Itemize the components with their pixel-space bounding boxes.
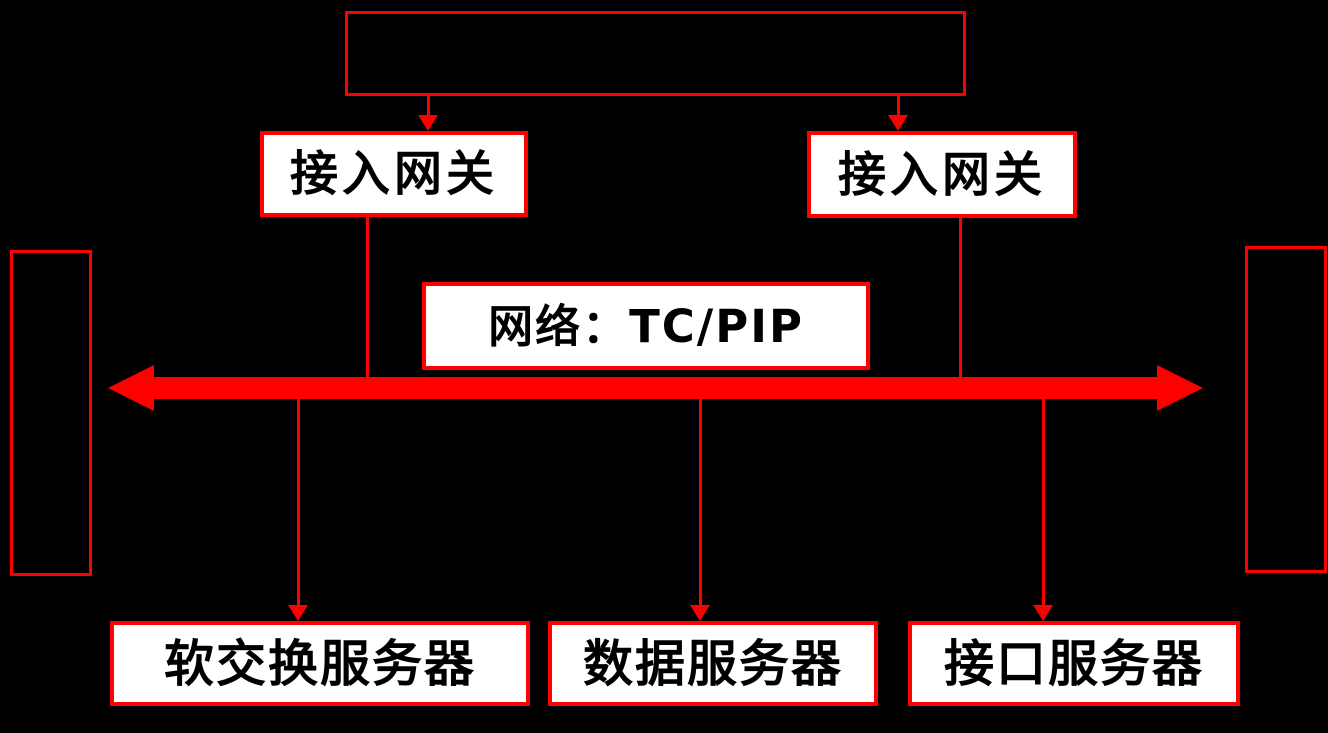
access-gateway-right-label: 接入网关 <box>837 146 1046 203</box>
connector-bus-to-data-server <box>699 399 702 607</box>
side-left-box <box>10 250 92 576</box>
side-right-box <box>1245 246 1327 573</box>
access-gateway-left-box: 接入网关 <box>260 131 528 217</box>
softswitch-server-box: 软交换服务器 <box>110 621 530 706</box>
access-gateway-right-box: 接入网关 <box>807 131 1077 218</box>
data-server-box: 数据服务器 <box>548 621 878 706</box>
connector-bus-to-softswitch <box>297 399 300 607</box>
interface-server-label: 接口服务器 <box>944 634 1204 693</box>
arrowhead-left-gateway-icon <box>418 115 438 131</box>
top-system-box <box>345 11 966 96</box>
connector-bus-to-interface-server <box>1042 399 1045 607</box>
network-tcpip-label: 网络：TC/PIP <box>488 299 804 353</box>
arrowhead-softswitch-icon <box>288 605 308 621</box>
arrowhead-interface-server-icon <box>1033 605 1053 621</box>
data-server-label: 数据服务器 <box>583 634 843 693</box>
connector-top-to-right-gateway <box>897 96 900 118</box>
connector-right-gateway-to-bus <box>959 218 962 380</box>
softswitch-server-label: 软交换服务器 <box>164 634 476 693</box>
bus-arrow-body <box>151 377 1160 399</box>
bus-arrowhead-right-icon <box>1157 365 1203 411</box>
interface-server-box: 接口服务器 <box>908 621 1240 706</box>
arrowhead-right-gateway-icon <box>888 115 908 131</box>
connector-top-to-left-gateway <box>427 96 430 118</box>
connector-left-gateway-to-bus <box>366 217 369 380</box>
network-tcpip-box: 网络：TC/PIP <box>422 282 870 370</box>
bus-arrowhead-left-icon <box>108 365 154 411</box>
access-gateway-left-label: 接入网关 <box>289 146 498 202</box>
arrowhead-data-server-icon <box>690 605 710 621</box>
